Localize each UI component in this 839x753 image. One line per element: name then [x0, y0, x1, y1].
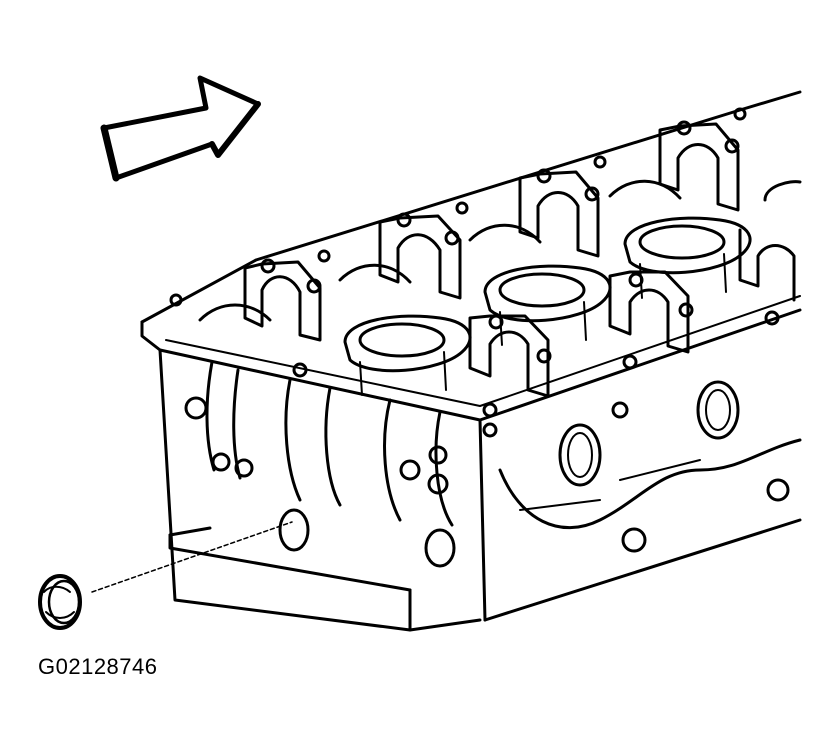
- cylinder-head: [140, 90, 802, 632]
- camshaft-bearing-caps: [169, 107, 796, 418]
- spark-plug-tube-seals: [343, 180, 802, 396]
- direction-arrow-icon: [100, 75, 261, 182]
- figure-id-label: G02128746: [38, 654, 158, 679]
- leader-line: [91, 521, 293, 593]
- seal-ring: [38, 574, 82, 630]
